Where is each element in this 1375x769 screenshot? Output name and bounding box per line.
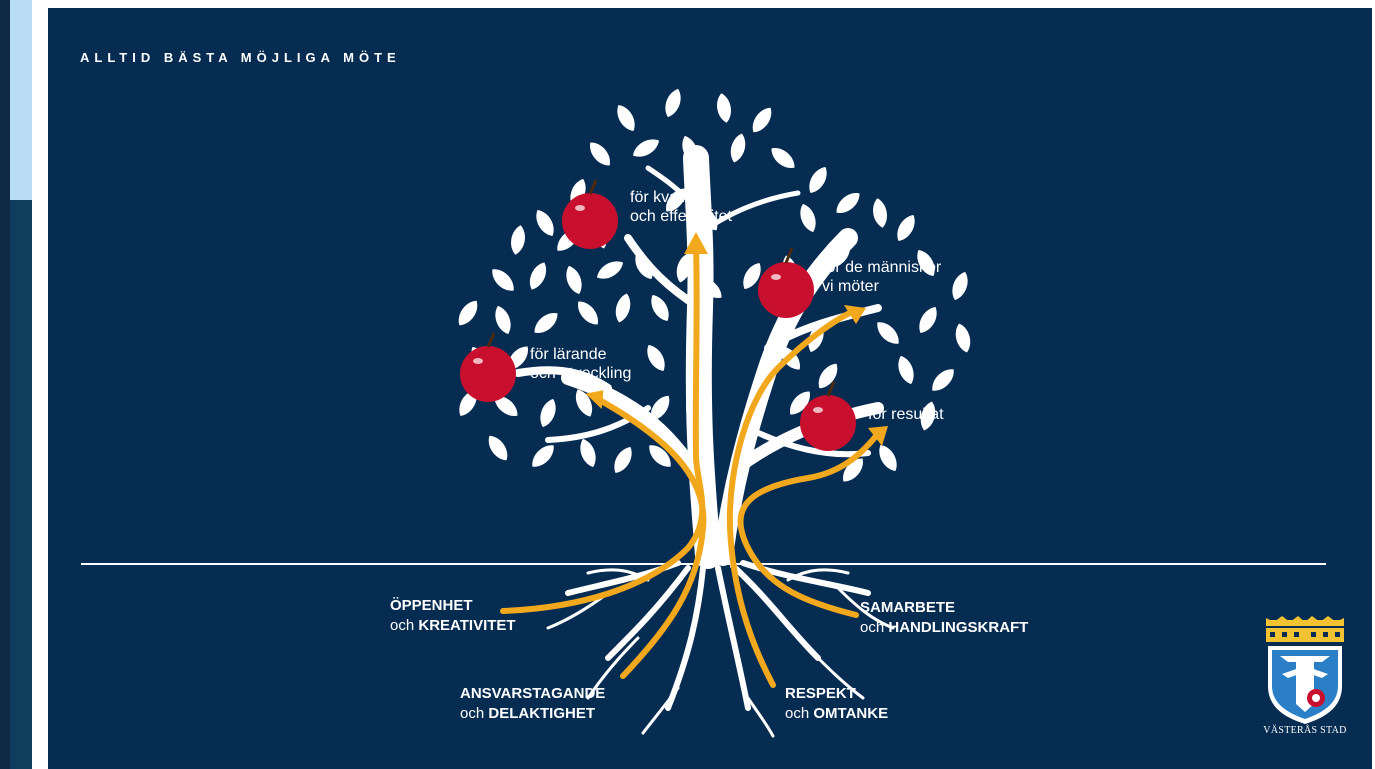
- value-openness: ÖPPENHET och KREATIVITET: [390, 597, 516, 634]
- vasteras-coat-of-arms-icon: [1266, 616, 1344, 724]
- value-responsibility: ANSVARSTAGANDE och DELAKTIGHET: [460, 685, 606, 722]
- apples: [460, 179, 856, 451]
- accent-bar-light: [10, 0, 32, 200]
- slide: ALLTID BÄSTA MÖJLIGA MÖTE: [48, 8, 1372, 769]
- slide-title: ALLTID BÄSTA MÖJLIGA MÖTE: [80, 50, 401, 65]
- goal-quality: för kvalitet och effektivitet: [630, 189, 732, 225]
- apple-results: [800, 381, 856, 451]
- goal-results: för resultat: [868, 406, 944, 423]
- apple-learning: [460, 332, 516, 402]
- value-cooperation: SAMARBETE och HANDLINGSKRAFT: [860, 599, 1029, 636]
- goal-people: för de människor vi möter: [822, 259, 942, 295]
- goal-learning: för lärande och utveckling: [530, 346, 632, 382]
- value-arrows: [500, 245, 879, 688]
- tree-illustration: [81, 86, 1326, 738]
- apple-quality: [562, 179, 618, 249]
- left-edge-strip: [0, 0, 10, 769]
- accent-bar-dark: [10, 200, 32, 769]
- value-respect: RESPEKT och OMTANKE: [785, 685, 889, 722]
- apple-people: [758, 247, 814, 318]
- arrow-heads: [585, 232, 888, 446]
- logo-wordmark: VÄSTERÅS STAD: [1263, 725, 1347, 736]
